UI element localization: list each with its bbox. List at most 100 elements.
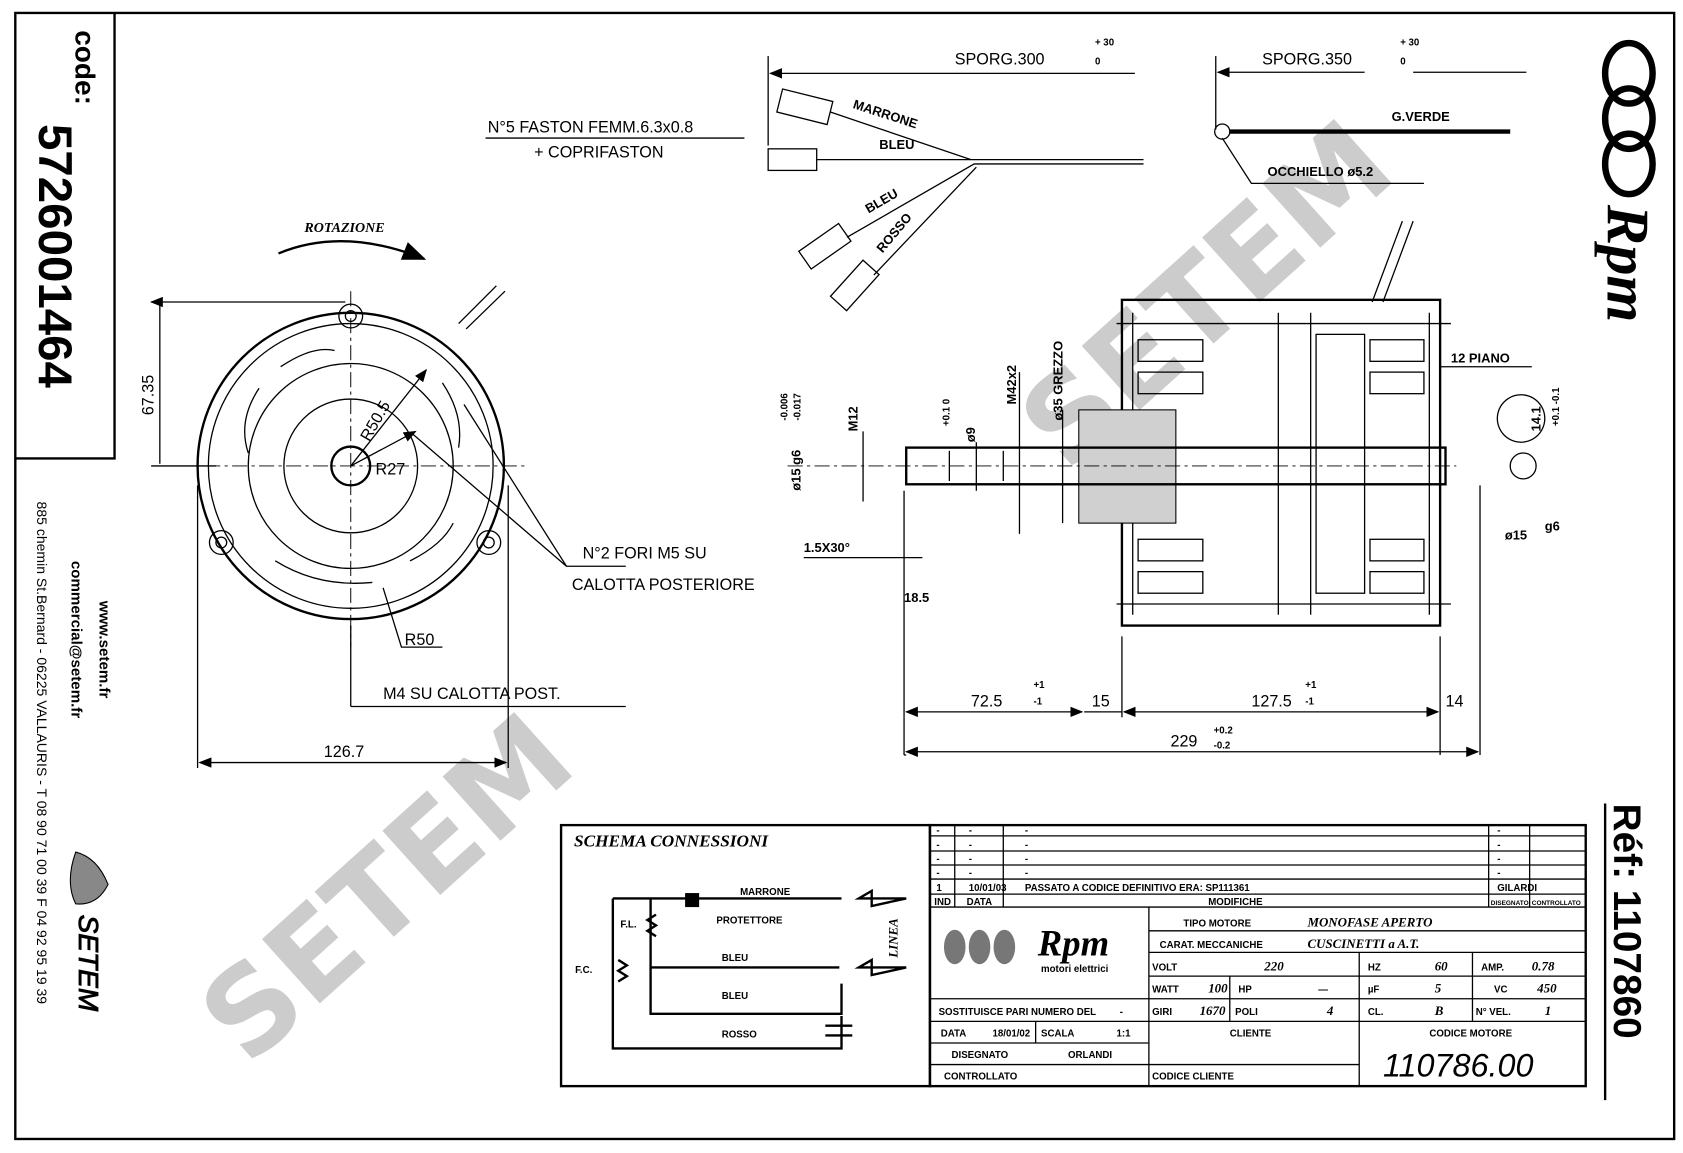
faston-note-1-text: N°5 FASTON FEMM.6.3x0.8	[488, 119, 693, 137]
revision-desc: PASSATO A CODICE DEFINITIVO ERA: SP11136…	[1025, 883, 1250, 894]
tol-plus-text: + 30	[1095, 37, 1114, 48]
hdr-disegnato-text: DISEGNATO	[1491, 900, 1529, 907]
watt-text: 100	[1208, 980, 1228, 995]
revision-ind: -	[936, 868, 939, 879]
motor-code: 110786.00	[1383, 1047, 1534, 1083]
code-label: code:	[70, 30, 101, 105]
holes-note-1-text: N°2 FORI M5 SU	[583, 545, 707, 563]
hole9-tol-text: +0.1 0	[941, 399, 952, 426]
watermark-text: SETEM	[994, 94, 1418, 495]
watt-label-text: WATT	[1152, 984, 1179, 995]
scala-label-text: SCALA	[1041, 1029, 1074, 1040]
revision-desc: -	[1025, 854, 1028, 865]
holes-note-2-text: CALOTTA POSTERIORE	[572, 576, 755, 594]
connection-schema: SCHEMA CONNESSIONI MARRONE PROTETTORE BL…	[559, 823, 932, 1088]
tol-pm02-minus-text: -0.2	[1214, 741, 1231, 752]
revision-sign: -	[1497, 826, 1500, 837]
email: commercial@setem.fr	[67, 561, 84, 718]
hp-label-text: HP	[1238, 984, 1252, 995]
revision-ind: -	[936, 826, 939, 837]
shaft-tol-bot-text: -0.017	[793, 393, 804, 420]
data-text: 18/01/02	[993, 1029, 1031, 1040]
tol-zero-text: 0	[1400, 57, 1405, 68]
m4-note-text: M4 SU CALOTTA POST.	[383, 685, 560, 703]
faston-note-2-text: + COPRIFASTON	[534, 143, 663, 161]
volt-label-text: VOLT	[1152, 963, 1177, 974]
revision-desc: -	[1025, 826, 1028, 837]
protettore-text: PROTETTORE	[716, 915, 783, 926]
uf-label-text: µF	[1368, 984, 1380, 995]
marrone-text: MARRONE	[851, 96, 920, 131]
d229-text: 229	[1170, 732, 1197, 750]
marrone-text: MARRONE	[740, 887, 791, 898]
piano-text: 12 PIANO	[1451, 350, 1510, 365]
m12-text: M12	[846, 406, 861, 431]
wires-view: N°5 FASTON FEMM.6.3x0.8 + COPRIFASTON SP…	[485, 37, 1527, 312]
hz-text: 60	[1435, 959, 1448, 974]
poli-label-text: POLI	[1235, 1007, 1258, 1018]
address: 885 chemin St.Bernard - 06225 VALLAURIS …	[34, 502, 50, 1005]
controllato-label-text: CONTROLLATO	[944, 1072, 1018, 1083]
logo-sub-text: motori elettrici	[1041, 964, 1108, 975]
end-fit-text: g6	[1545, 519, 1560, 534]
rpm-logo-small: Rpm motori elettrici	[943, 923, 1109, 975]
d14-1-tol-text: +0.1 -0.1	[1551, 387, 1562, 426]
revision-ind: -	[936, 854, 939, 865]
revision-data: -	[969, 840, 972, 851]
revision-data: -	[969, 826, 972, 837]
right-strip: Rpm Réf: 1107860	[1593, 39, 1660, 1101]
tol-pm1-plus-text: +1	[1305, 680, 1317, 691]
revision-desc: -	[1025, 868, 1028, 879]
d14-text: 14	[1446, 692, 1464, 710]
tol-pm1-plus-text: +1	[1033, 680, 1045, 691]
cl-label-text: CL.	[1368, 1007, 1384, 1018]
hdr-data-text: DATA	[967, 897, 992, 908]
d14-1-text: 14.1	[1528, 406, 1543, 431]
website: www.setem.fr	[95, 600, 112, 699]
d35-text: ø35 GREZZO	[1051, 341, 1066, 421]
revision-sign: -	[1497, 840, 1500, 851]
chamfer-text: 1.5X30°	[804, 540, 850, 555]
volt-text: 220	[1263, 959, 1284, 974]
logo-brand-text: Rpm	[1037, 923, 1109, 964]
codice-motore-label-text: CODICE MOTORE	[1429, 1029, 1512, 1040]
sporg300-text: SPORG.300	[955, 51, 1045, 69]
tol-pm02-plus-text: +0.2	[1214, 725, 1233, 736]
ref-label: Réf: 1107860	[1605, 804, 1648, 1039]
poli-text: 4	[1326, 1003, 1334, 1018]
code-value: 5726001464	[28, 124, 81, 388]
title-block: SOSTITUISCE PARI NUMERO DEL - Rpm motori…	[928, 823, 1587, 1088]
hp-text: —	[1318, 984, 1328, 995]
cliente-label-text: CLIENTE	[1230, 1029, 1272, 1040]
hz-label-text: HZ	[1368, 963, 1381, 974]
rosso-text: ROSSO	[722, 1030, 757, 1041]
g-verde-text: G.VERDE	[1392, 109, 1451, 124]
tol-plus-text: + 30	[1400, 37, 1419, 48]
sostituisce-text: -	[1120, 1007, 1123, 1018]
logo-text-text: SETEM	[73, 915, 104, 1012]
hdr-ind-text: IND	[934, 897, 951, 908]
revision-ind: -	[936, 840, 939, 851]
bleu-text: BLEU	[862, 186, 900, 217]
hdr-modifiche-text: MODIFICHE	[1208, 897, 1263, 908]
sporg350-text: SPORG.350	[1262, 51, 1352, 69]
uf-text: 5	[1435, 980, 1442, 995]
scala-text: 1:1	[1117, 1029, 1132, 1040]
disegnato-text: ORLANDI	[1068, 1050, 1112, 1061]
rotation-label: ROTAZIONE	[303, 221, 384, 236]
fc-text: F.C.	[575, 965, 593, 976]
fl-text: F.L.	[620, 920, 636, 931]
nvel-label-text: N° VEL.	[1476, 1007, 1511, 1018]
watermark-text: SETEM	[175, 687, 599, 1088]
left-strip: code: 5726001464 www.setem.fr commercial…	[15, 12, 116, 1012]
rosso-text: ROSSO	[873, 210, 915, 255]
tipo-motore-label-text: TIPO MOTORE	[1183, 918, 1251, 929]
cl-text: B	[1434, 1003, 1444, 1018]
sostituisce-label-text: SOSTITUISCE PARI NUMERO DEL	[939, 1007, 1097, 1018]
giri-text: 1670	[1200, 1003, 1226, 1018]
revision-ind: 1	[936, 883, 942, 894]
nvel-text: 1	[1545, 1003, 1551, 1018]
revision-sign: -	[1497, 868, 1500, 879]
revision-sign: -	[1497, 854, 1500, 865]
